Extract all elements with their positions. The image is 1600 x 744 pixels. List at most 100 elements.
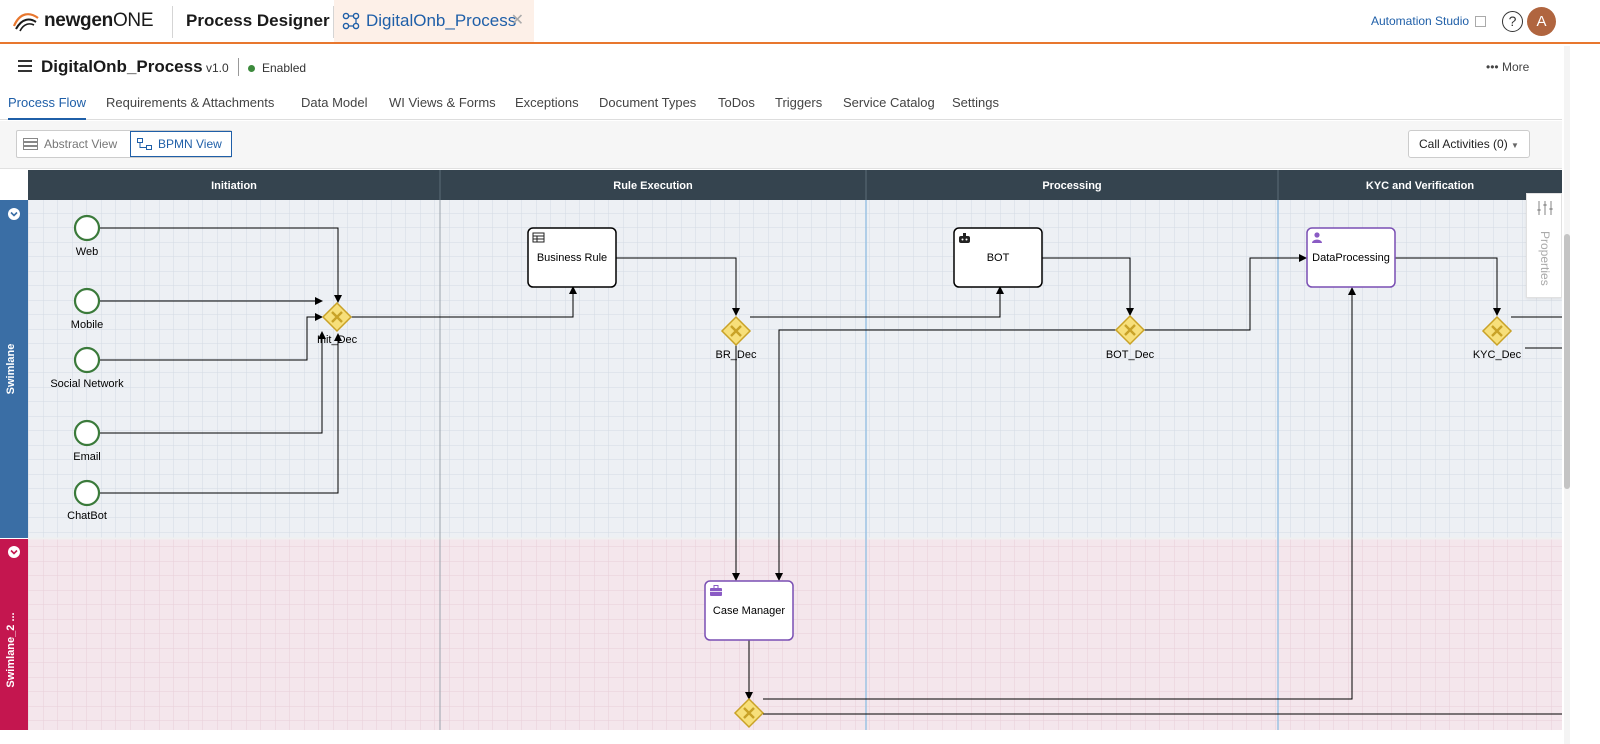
collapse-lane-2-icon[interactable] [8,546,20,558]
flow-brdec-bot[interactable] [750,286,1004,318]
more-dots-icon: ••• [1486,60,1499,74]
start-event-circle [73,214,101,242]
scrollbar-thumb[interactable] [1564,234,1570,489]
gateway-label: BR_Dec [716,349,757,361]
avatar[interactable]: A [1527,7,1556,36]
process-version: v1.0 [206,61,229,75]
flow-gateway-dataprocessing[interactable] [763,287,1356,700]
newgen-logo[interactable]: newgenONE [12,8,154,34]
swimlane-1-band[interactable] [0,200,28,538]
tab-label: DigitalOnb_Process [366,11,517,30]
phase-initiation[interactable]: Initiation [211,180,257,192]
status-badge: Enabled [248,61,306,75]
tab-service-catalog[interactable]: Service Catalog [843,95,935,110]
phase-header-bar [28,170,1562,200]
tab-process-flow[interactable]: Process Flow [8,95,87,120]
task-bot[interactable]: BOT [953,227,1043,288]
help-button[interactable]: ? [1502,11,1523,32]
logo-text: newgen [44,10,113,31]
canvas-corner [0,170,28,200]
task-data-processing[interactable]: DataProcessing [1306,227,1396,288]
tab-wi-views-forms[interactable]: WI Views & Forms [389,95,496,110]
gateway-init-dec[interactable]: Init_Dec [317,301,358,346]
task-label: Business Rule [537,252,607,264]
flow-web-init[interactable] [99,227,342,303]
bpmn-canvas[interactable]: Swimlane Swimlane_2 ... Initiation Rule … [0,170,1562,730]
header-divider [238,58,239,76]
gateway-kyc-dec[interactable]: KYC_Dec [1473,315,1522,361]
exclusive-gateway-icon [730,325,742,337]
process-flow-icon [342,12,360,30]
tab-requirements-attachments[interactable]: Requirements & Attachments [106,95,275,110]
user-task-icon [1312,232,1322,243]
vertical-scrollbar[interactable] [1562,46,1600,744]
chevron-down-icon [10,211,18,217]
abstract-view-button[interactable]: Abstract View [17,131,129,157]
exclusive-gateway-icon [1491,325,1503,337]
start-event-chatbot[interactable]: ChatBot [67,479,107,522]
start-event-social-network[interactable]: Social Network [50,346,124,390]
logo-text-suffix: ONE [112,10,154,31]
flow-bot-botdec[interactable] [1042,257,1134,316]
hamburger-menu-icon[interactable] [18,60,32,72]
task-label: BOT [987,252,1010,264]
automation-studio-label: Automation Studio [1371,14,1470,28]
scrollbar-track[interactable] [1564,46,1570,744]
tab-data-model[interactable]: Data Model [301,95,368,110]
flow-social-init[interactable] [99,313,323,361]
close-icon[interactable]: ✕ [510,12,524,29]
gateway-label: Init_Dec [317,334,358,346]
gateway-br-dec[interactable]: BR_Dec [716,315,757,361]
swimlane-2-band[interactable] [0,539,28,730]
task-business-rule[interactable]: Business Rule [527,227,617,288]
task-box [953,227,1043,288]
automation-studio-link[interactable]: Automation Studio [1371,14,1487,28]
task-box [1306,227,1396,288]
tab-exceptions[interactable]: Exceptions [515,95,579,110]
call-activities-dropdown[interactable]: Call Activities (0) ▼ [1408,130,1530,158]
more-label: More [1501,60,1530,74]
flow-businessrule-brdec[interactable] [616,257,740,316]
call-activities-label: Call Activities (0) [1419,137,1508,151]
flow-init-businessrule[interactable] [351,286,577,318]
properties-label: Properties [1538,231,1552,286]
more-button[interactable]: ••• More [1486,60,1529,74]
tab-document-types[interactable]: Document Types [599,95,697,110]
start-event-circle [73,346,101,374]
flow-dataprocessing-kycdec[interactable] [1395,257,1501,316]
gateway-label: KYC_Dec [1473,349,1522,361]
start-event-mobile[interactable]: Mobile [71,287,103,331]
properties-panel-toggle[interactable]: Properties [1526,193,1562,298]
flow-chatbot-init[interactable] [99,333,342,494]
task-case-manager[interactable]: Case Manager [704,580,794,641]
flow-email-init[interactable] [99,331,326,434]
gateway-label: BOT_Dec [1106,349,1155,361]
start-event-web[interactable]: Web [73,214,101,258]
collapse-lane-1-icon[interactable] [8,208,20,220]
exclusive-gateway-icon [743,707,755,719]
phase-rule-execution[interactable]: Rule Execution [613,180,693,192]
start-event-label: Mobile [71,319,103,331]
tab-digitalonb-process[interactable]: DigitalOnb_Process ✕ [334,0,534,42]
gateway-case-dec[interactable] [733,697,765,729]
start-event-email[interactable]: Email [73,419,101,463]
tab-todos[interactable]: ToDos [718,95,755,110]
caret-down-icon: ▼ [1511,141,1519,150]
phase-kyc-verification[interactable]: KYC and Verification [1366,180,1474,192]
flow-botdec-dataprocessing[interactable] [1144,254,1307,331]
task-label: Case Manager [713,605,785,617]
tab-triggers[interactable]: Triggers [775,95,823,110]
robot-icon [959,233,970,243]
exclusive-gateway-icon [331,311,343,323]
phase-processing[interactable]: Processing [1042,180,1101,192]
sequence-flows [99,227,1562,715]
exclusive-gateway-icon [1124,324,1136,336]
bpmn-diagram: Swimlane Swimlane_2 ... Initiation Rule … [0,170,1562,730]
tab-settings[interactable]: Settings [952,95,999,110]
process-header: DigitalOnb_Process v1.0 Enabled ••• More [0,46,1600,90]
swimlane-2-grid [28,539,1562,730]
gateway-bot-dec[interactable]: BOT_Dec [1106,314,1155,361]
bpmn-view-button[interactable]: BPMN View [130,131,232,157]
swimlane-2-label: Swimlane_2 ... [5,612,17,687]
flow-botdec-casemanager[interactable] [775,329,1116,581]
